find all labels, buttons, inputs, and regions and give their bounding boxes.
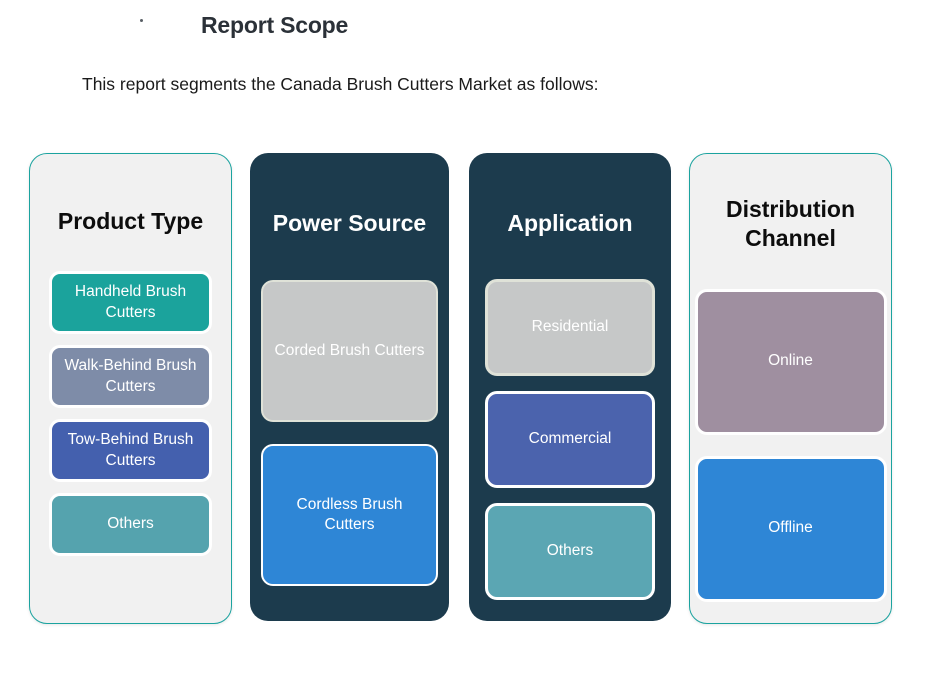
segment-chip[interactable]: Online	[694, 288, 887, 435]
page-subtitle: This report segments the Canada Brush Cu…	[82, 74, 599, 94]
segment-column-title-power-source: Power Source	[272, 210, 427, 236]
segment-chip[interactable]: Others	[49, 493, 212, 557]
segment-chip[interactable]: Cordless Brush Cutters	[261, 444, 438, 587]
segment-chip[interactable]: Handheld Brush Cutters	[49, 271, 212, 335]
segment-chip[interactable]: Offline	[694, 455, 887, 602]
segment-column-title-distribution-channel: Distribution Channel	[725, 196, 856, 252]
segment-chip[interactable]: Tow-Behind Brush Cutters	[49, 419, 212, 483]
page-title: Report Scope	[201, 12, 349, 38]
segment-chip[interactable]: Corded Brush Cutters	[261, 280, 438, 423]
segment-chip[interactable]: Commercial	[485, 391, 655, 489]
segment-chip[interactable]: Others	[485, 503, 655, 601]
segment-chip[interactable]: Walk-Behind Brush Cutters	[49, 345, 212, 409]
title-bullet-dot	[140, 19, 143, 22]
segment-column-title-product-type: Product Type	[57, 208, 204, 234]
segment-chip[interactable]: Residential	[485, 279, 655, 377]
segment-column-title-application: Application	[507, 210, 633, 236]
